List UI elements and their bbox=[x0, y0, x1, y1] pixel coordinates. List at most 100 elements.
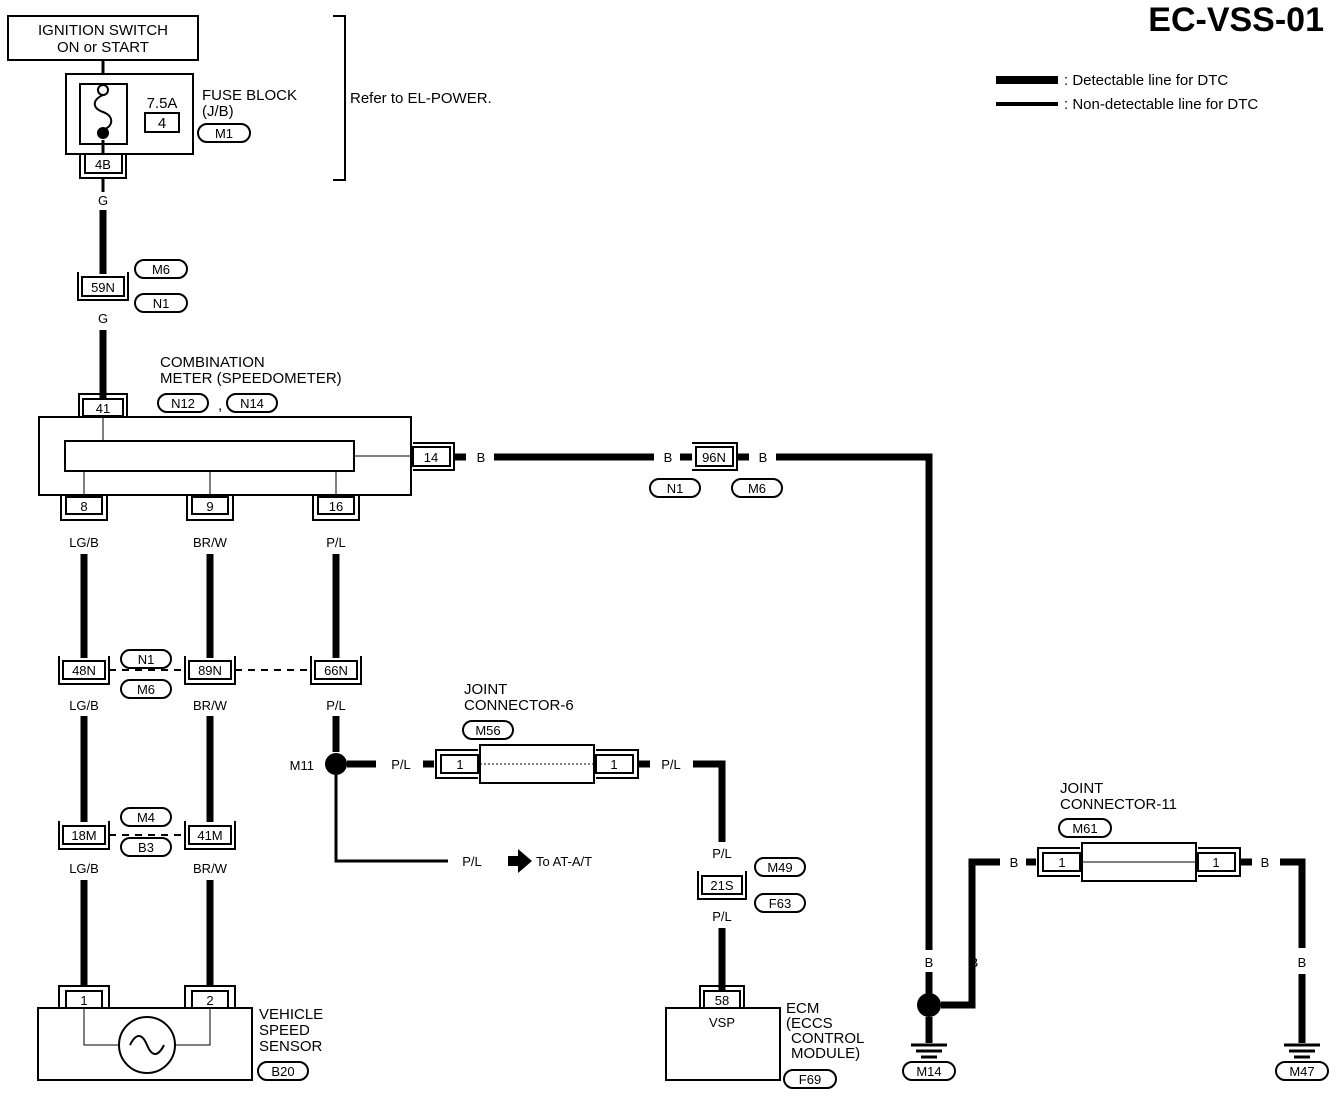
conn-89n-label: 89N bbox=[198, 663, 222, 678]
wire-color-pl-7: P/L bbox=[712, 909, 732, 924]
meter-conn-n12-badge bbox=[157, 393, 209, 413]
meter-pin-14-label: 14 bbox=[424, 450, 438, 465]
conn-n1-a: N1 bbox=[153, 296, 170, 311]
wire-color-pl-1: P/L bbox=[326, 535, 346, 550]
sensor-pin-1-bracket bbox=[58, 985, 110, 1008]
ground-m47: M47 bbox=[1289, 1064, 1314, 1079]
conn-41m-bracket bbox=[184, 821, 236, 850]
conn-m6-c: M6 bbox=[137, 682, 155, 697]
wire-color-brw-1: BR/W bbox=[193, 535, 228, 550]
conn-59n bbox=[81, 276, 125, 297]
conn-66n-bracket bbox=[310, 656, 362, 685]
joint11-label-line2: CONNECTOR-11 bbox=[1060, 796, 1177, 813]
meter-pin-9-label: 9 bbox=[206, 499, 213, 514]
ecm-label-line3: CONTROL bbox=[791, 1030, 864, 1047]
fuse-number-box bbox=[144, 112, 180, 133]
conn-m6-badge-c bbox=[120, 679, 172, 699]
wire-color-brw-2: BR/W bbox=[193, 698, 228, 713]
conn-59n-bracket bbox=[77, 272, 129, 301]
ground-m47-badge bbox=[1275, 1061, 1329, 1081]
meter-conn-n12: N12 bbox=[171, 396, 195, 411]
joint11-label-line1: JOINT bbox=[1060, 780, 1103, 797]
sensor-pin-2-bracket bbox=[184, 985, 236, 1008]
joint11-pin-right bbox=[1197, 852, 1236, 872]
wire-b-splice-to-joint11 bbox=[941, 858, 1000, 1009]
meter-pin-8 bbox=[65, 496, 103, 515]
wire-color-brw-3: BR/W bbox=[193, 861, 228, 876]
conn-18m-label: 18M bbox=[71, 828, 96, 843]
conn-21s-bracket bbox=[697, 871, 747, 900]
conn-m49: M49 bbox=[767, 860, 792, 875]
joint6-pin-right-label: 1 bbox=[610, 757, 617, 772]
wire-color-lgb-1: LG/B bbox=[69, 535, 99, 550]
ecm-conn-f69: F69 bbox=[799, 1072, 821, 1087]
wire-color-b-3: B bbox=[759, 450, 768, 465]
power-refer-bracket bbox=[333, 15, 346, 181]
conn-m4: M4 bbox=[137, 810, 155, 825]
conn-m6-b: M6 bbox=[748, 481, 766, 496]
fuse-icon bbox=[93, 94, 113, 131]
wire-color-g-2: G bbox=[98, 311, 108, 326]
fuse-block-conn-badge bbox=[197, 123, 251, 143]
conn-m49-badge bbox=[754, 857, 806, 877]
fuse-top-terminal bbox=[97, 84, 109, 96]
ecm-pin-58-bracket bbox=[699, 985, 745, 1008]
ecm-conn-f69-badge bbox=[783, 1069, 837, 1089]
ecm-box bbox=[665, 1007, 781, 1081]
joint6-pin-left bbox=[440, 754, 479, 774]
joint6-pin-right bbox=[595, 754, 634, 774]
wire-pl-to-ecm bbox=[693, 760, 726, 842]
meter-pin-16 bbox=[317, 496, 355, 515]
joint6-pin-left-label: 1 bbox=[456, 757, 463, 772]
wire-color-b-4: B bbox=[925, 955, 934, 970]
joint11-pin-left-label: 1 bbox=[1058, 855, 1065, 870]
conn-21s-label: 21S bbox=[710, 878, 733, 893]
wire-b-to-ground-m14 bbox=[776, 453, 933, 950]
wire-color-lgb-3: LG/B bbox=[69, 861, 99, 876]
conn-m6-badge-b bbox=[731, 478, 783, 498]
fuse-block-label-line2: (J/B) bbox=[202, 103, 234, 120]
ecm-pin-58-label: 58 bbox=[715, 993, 729, 1008]
meter-pin-8-label: 8 bbox=[80, 499, 87, 514]
wire-color-b-8: B bbox=[1298, 955, 1307, 970]
meter-pin-16-label: 16 bbox=[329, 499, 343, 514]
page-id: EC-VSS-01 bbox=[1148, 1, 1324, 39]
meter-pin-8-bracket bbox=[60, 495, 108, 521]
conn-n1-badge-c bbox=[120, 649, 172, 669]
meter-label-line1: COMBINATION bbox=[160, 354, 265, 371]
wire-color-b-7: B bbox=[1261, 855, 1270, 870]
meter-pin-14 bbox=[412, 446, 451, 467]
conn-96n-label: 96N bbox=[702, 450, 726, 465]
wire-color-b-2: B bbox=[664, 450, 673, 465]
fuse-bottom-terminal bbox=[97, 127, 109, 139]
sensor-conn-b20: B20 bbox=[271, 1064, 294, 1079]
joint11-pin-right-label: 1 bbox=[1212, 855, 1219, 870]
sensor-inner-wiring bbox=[83, 1008, 120, 1046]
wire-color-pl-6: P/L bbox=[712, 846, 732, 861]
meter-conn-sep: , bbox=[218, 397, 222, 414]
meter-conn-n14-badge bbox=[226, 393, 278, 413]
joint11-pin-left-bracket bbox=[1037, 847, 1080, 877]
conn-f63: F63 bbox=[769, 896, 791, 911]
wire-color-g-1: G bbox=[98, 193, 108, 208]
conn-21s bbox=[701, 875, 743, 895]
ecm-vsp-label: VSP bbox=[709, 1015, 735, 1030]
meter-label-line2: METER (SPEEDOMETER) bbox=[160, 370, 342, 387]
joint6-conn-m56-badge bbox=[462, 720, 514, 740]
wire-color-pl-3: P/L bbox=[391, 757, 411, 772]
fuse-block-label-line1: FUSE BLOCK bbox=[202, 87, 297, 104]
fuse-block-conn: M1 bbox=[215, 126, 233, 141]
combination-meter-inner bbox=[64, 440, 355, 472]
meter-pin-9-bracket bbox=[186, 495, 234, 521]
conn-96n bbox=[695, 446, 734, 467]
wire-color-lgb-2: LG/B bbox=[69, 698, 99, 713]
ecm-label-line2: (ECCS bbox=[786, 1015, 833, 1032]
conn-n1-badge-b bbox=[649, 478, 701, 498]
conn-f63-badge bbox=[754, 893, 806, 913]
wire-b-to-ground-m47 bbox=[1280, 858, 1306, 948]
conn-48n bbox=[62, 660, 106, 680]
conn-41m bbox=[188, 825, 232, 845]
meter-pin-41-bracket bbox=[78, 393, 128, 416]
meter-conn-n14: N14 bbox=[240, 396, 264, 411]
